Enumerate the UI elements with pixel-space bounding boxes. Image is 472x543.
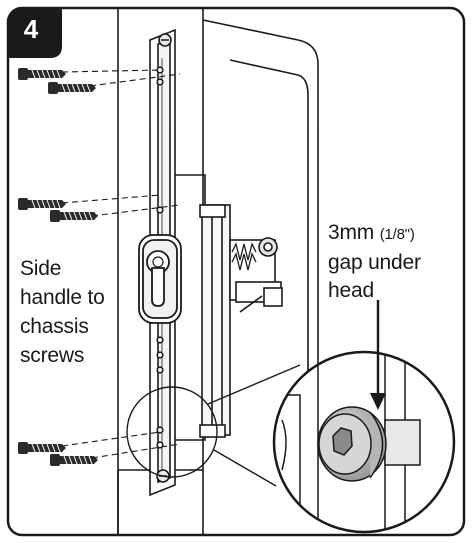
screw-icon [18, 198, 66, 210]
gap-under-head-label: 3mm (1/8") gap under head [328, 219, 421, 305]
side-label-line: Side [20, 257, 62, 280]
step-badge [8, 8, 62, 58]
gap-measure: 3mm [328, 221, 375, 244]
arrow-down-icon [370, 300, 386, 410]
side-label-line: screws [20, 344, 85, 367]
side-handle-screws-label: Side handle to chassis screws [20, 254, 105, 370]
gap-label-line: 3mm (1/8") [328, 219, 421, 249]
zoom-detail-view [272, 350, 456, 534]
detail-callout [126, 364, 301, 487]
screw-set-top [18, 68, 181, 94]
gap-label-line: head [328, 279, 374, 302]
screw-set-middle [18, 194, 181, 222]
gap-label-line: gap under [328, 251, 421, 274]
screw-icon [18, 68, 66, 80]
side-label-line: handle to [20, 286, 105, 309]
screw-icon [18, 442, 66, 454]
screw-icon [50, 210, 98, 222]
side-label-line: chassis [20, 315, 89, 338]
lock-faceplate [149, 28, 176, 497]
step-number: 4 [23, 13, 39, 44]
gap-measure-imperial: (1/8") [379, 226, 415, 243]
euro-cylinder-keyhole-icon [138, 234, 182, 324]
screw-icon [50, 454, 98, 466]
screw-icon [48, 82, 96, 94]
hex-socket-screw-icon [317, 406, 387, 482]
screw-set-bottom [18, 431, 181, 466]
lock-case [175, 174, 283, 441]
